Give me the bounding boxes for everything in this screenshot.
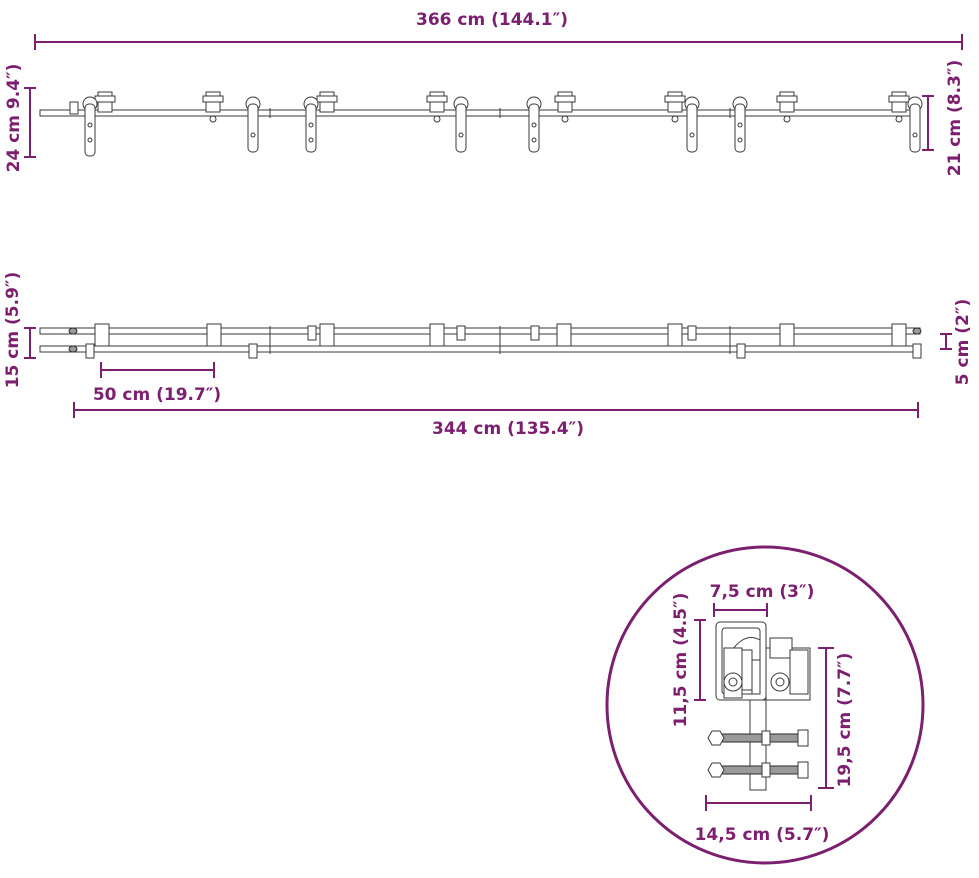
top-wall-bracket [888, 91, 910, 123]
top-door-hanger [303, 96, 319, 153]
top-wall-bracket [554, 91, 576, 123]
detail-right-height-dimension: 19,5 cm (7.7″) [818, 647, 855, 789]
mid-left-height-dimension: 15 cm (5.9″) [3, 272, 36, 389]
mid-rail-assembly [39, 323, 922, 359]
top-right-height-dimension: 21 cm (8.3″) [922, 60, 965, 177]
top-rail-assembly [39, 91, 923, 157]
detail-left-height-dimension: 11,5 cm (4.5″) [671, 593, 706, 728]
detail-top-width-label: 7,5 cm (3″) [710, 582, 815, 602]
top-wall-bracket [426, 91, 448, 123]
top-wall-bracket [202, 91, 224, 123]
mid-spacing-dimension: 50 cm (19.7″) [93, 362, 221, 405]
top-door-hanger [684, 96, 700, 153]
mid-width-label: 344 cm (135.4″) [432, 419, 584, 439]
detail-top-width-dimension: 7,5 cm (3″) [710, 582, 815, 617]
detail-bottom-width-dimension: 14,5 cm (5.7″) [695, 795, 830, 845]
mid-left-height-label: 15 cm (5.9″) [3, 272, 23, 389]
top-door-hanger [907, 96, 923, 153]
detail-right-height-label: 19,5 cm (7.7″) [835, 653, 855, 788]
mid-spacing-label: 50 cm (19.7″) [93, 385, 221, 405]
top-left-height-dimension: 24 cm 9.4″) [4, 64, 36, 173]
top-door-hanger [526, 96, 542, 153]
top-door-hanger [245, 96, 261, 153]
top-wall-bracket [776, 91, 798, 123]
roller-hanger-drawing [707, 621, 811, 791]
top-right-height-label: 21 cm (8.3″) [945, 60, 965, 177]
top-wall-bracket [316, 91, 338, 113]
detail-left-height-label: 11,5 cm (4.5″) [671, 593, 691, 728]
top-width-label: 366 cm (144.1″) [416, 10, 568, 30]
hardware-detail: 7,5 cm (3″) 11,5 cm (4.5″) 19,5 cm (7.7″… [605, 545, 925, 865]
mid-right-height-dimension: 5 cm (2″) [940, 299, 973, 385]
top-end-stop [69, 101, 79, 115]
detail-bottom-width-label: 14,5 cm (5.7″) [695, 825, 830, 845]
mid-rail-lower [39, 345, 921, 353]
top-door-hanger [82, 96, 98, 157]
top-wall-bracket [94, 91, 116, 113]
mid-width-dimension: 344 cm (135.4″) [73, 402, 919, 439]
top-left-height-label: 24 cm 9.4″) [4, 64, 24, 173]
top-door-hanger [732, 96, 748, 153]
top-dimension-366: 366 cm (144.1″) [34, 10, 963, 50]
mid-right-height-label: 5 cm (2″) [953, 299, 973, 385]
top-wall-bracket [664, 91, 686, 123]
top-door-hanger [453, 96, 469, 153]
